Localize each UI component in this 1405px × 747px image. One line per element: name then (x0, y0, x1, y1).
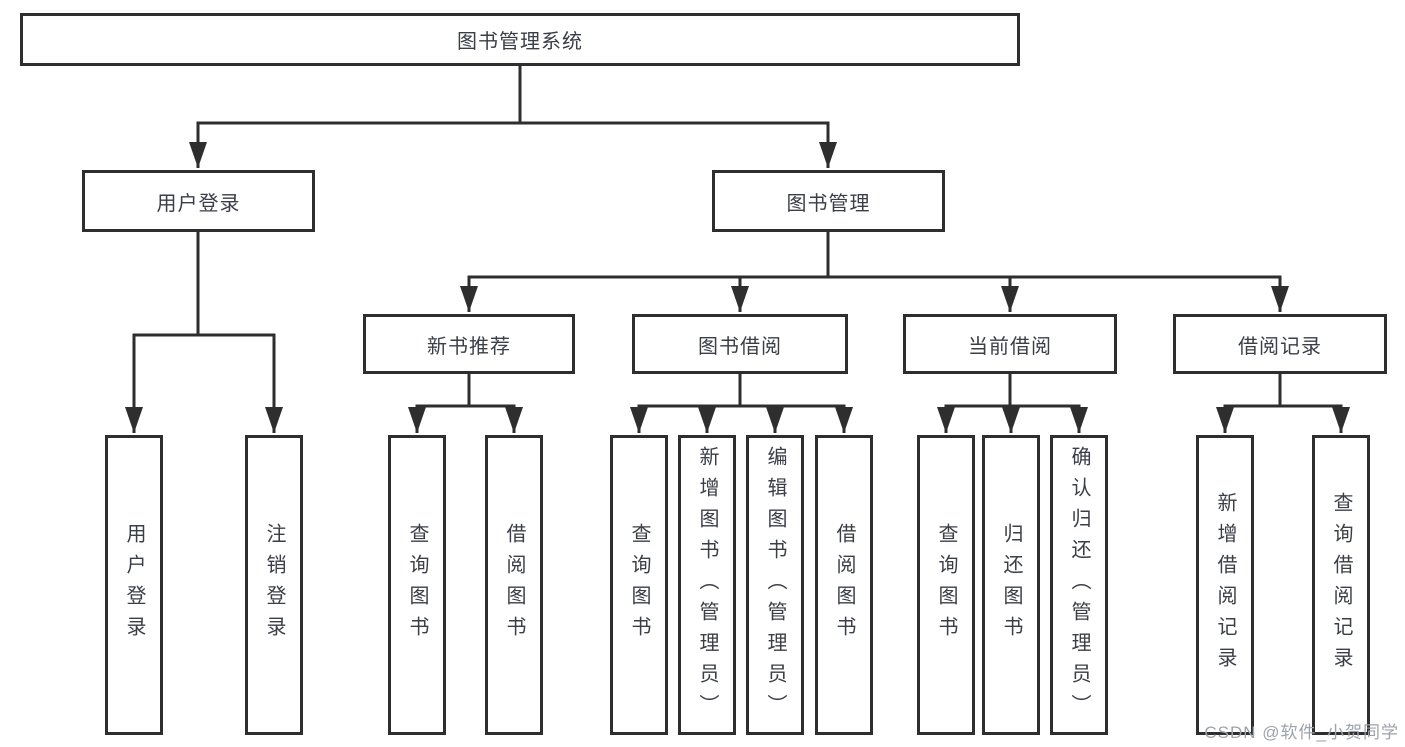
connector-book-borrow-to-leaves (630, 374, 853, 433)
connector-book-mgmt-to-level3 (460, 232, 1289, 312)
node-root-label: 图书管理系统 (457, 31, 583, 53)
node-book-borrow: 图书借阅 (632, 314, 848, 374)
leaf-add-books-admin: 新增图书（管理员） (678, 435, 736, 735)
leaf-return-books: 归还图书 (982, 435, 1040, 735)
leaf-query-borrow-record-label: 查询借阅记录 (1330, 492, 1352, 678)
leaf-logout: 注销登录 (245, 435, 303, 735)
leaf-query-books-recommend: 查询图书 (388, 435, 446, 735)
leaf-user-login-label: 用户登录 (123, 523, 145, 647)
leaf-borrow-books-recommend: 借阅图书 (485, 435, 543, 735)
node-borrow-records: 借阅记录 (1173, 314, 1387, 374)
node-book-management: 图书管理 (712, 170, 945, 232)
leaf-query-books-current-label: 查询图书 (935, 523, 957, 647)
node-borrow-records-label: 借阅记录 (1238, 335, 1322, 358)
node-new-book-recommend-label: 新书推荐 (427, 335, 511, 358)
connector-user-login-to-leaves (125, 232, 283, 433)
node-current-borrow: 当前借阅 (903, 314, 1117, 374)
leaf-query-books-current: 查询图书 (917, 435, 975, 735)
node-user-login-label: 用户登录 (156, 192, 241, 215)
watermark: CSDN @软件_小贺同学 (1204, 723, 1399, 742)
leaf-add-borrow-record: 新增借阅记录 (1196, 435, 1254, 735)
node-book-borrow-label: 图书借阅 (698, 335, 782, 358)
leaf-borrow-books-recommend-label: 借阅图书 (503, 523, 525, 647)
leaf-edit-books-admin: 编辑图书（管理员） (746, 435, 804, 735)
leaf-confirm-return-admin-label: 确认归还（管理员） (1068, 445, 1090, 725)
leaf-query-books-borrow-label: 查询图书 (628, 523, 650, 647)
leaf-return-books-label: 归还图书 (1000, 523, 1022, 647)
node-new-book-recommend: 新书推荐 (363, 314, 575, 374)
leaf-borrow-books-label: 借阅图书 (833, 523, 855, 647)
leaf-add-borrow-record-label: 新增借阅记录 (1214, 492, 1236, 678)
connector-borrow-records-to-leaves (1216, 374, 1350, 433)
connector-new-book-to-leaves (408, 374, 523, 433)
connector-root-to-level2 (189, 66, 837, 168)
leaf-user-login: 用户登录 (105, 435, 163, 735)
leaf-query-borrow-record: 查询借阅记录 (1312, 435, 1370, 735)
node-root: 图书管理系统 (20, 13, 1020, 66)
leaf-borrow-books: 借阅图书 (815, 435, 873, 735)
leaf-query-books-recommend-label: 查询图书 (406, 523, 428, 647)
node-user-login: 用户登录 (82, 170, 315, 232)
node-book-management-label: 图书管理 (786, 192, 871, 215)
leaf-query-books-borrow: 查询图书 (610, 435, 668, 735)
node-current-borrow-label: 当前借阅 (968, 335, 1052, 358)
leaf-confirm-return-admin: 确认归还（管理员） (1050, 435, 1108, 735)
connector-current-borrow-to-leaves (937, 374, 1088, 433)
leaf-edit-books-admin-label: 编辑图书（管理员） (764, 445, 786, 725)
leaf-add-books-admin-label: 新增图书（管理员） (696, 445, 718, 725)
leaf-logout-label: 注销登录 (263, 523, 285, 647)
